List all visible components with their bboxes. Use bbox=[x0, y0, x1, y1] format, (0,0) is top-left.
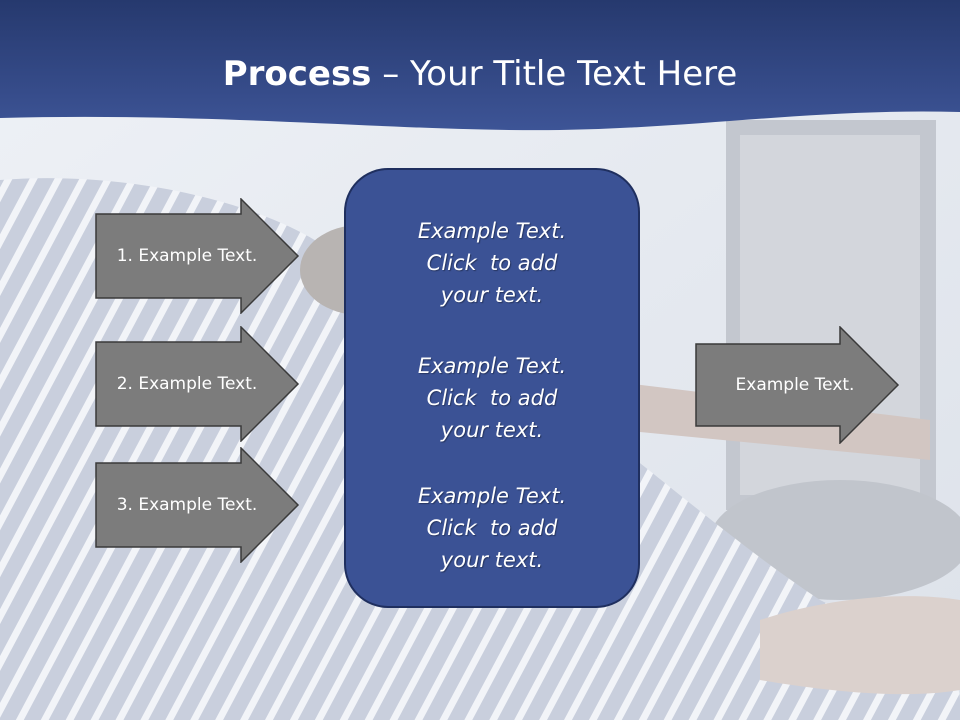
center-block-2: Example Text. Click to add your text. bbox=[346, 350, 638, 446]
process-arrow-3[interactable]: 3. Example Text. bbox=[95, 447, 300, 563]
arrow-2-shape bbox=[95, 326, 300, 442]
center-block-3-line-2: Click to add bbox=[426, 516, 558, 540]
process-arrow-1[interactable]: 1. Example Text. bbox=[95, 198, 300, 314]
result-arrow-shape bbox=[695, 326, 900, 444]
arrow-3-label: 3. Example Text. bbox=[116, 495, 258, 515]
header-banner bbox=[0, 0, 960, 131]
title-bold: Process bbox=[222, 54, 372, 94]
arrow-3-shape bbox=[95, 447, 300, 563]
result-arrow[interactable]: Example Text. bbox=[695, 326, 900, 444]
center-block-2-line-2: Click to add bbox=[426, 386, 558, 410]
process-arrow-2[interactable]: 2. Example Text. bbox=[95, 326, 300, 442]
title-rest: – Your Title Text Here bbox=[371, 54, 738, 94]
center-block-1: Example Text. Click to add your text. bbox=[346, 215, 638, 311]
center-text-box[interactable]: Example Text. Click to add your text. Ex… bbox=[344, 168, 640, 608]
center-block-3-line-3: your text. bbox=[440, 548, 544, 572]
center-block-1-line-3: your text. bbox=[440, 283, 544, 307]
slide-title: Process – Your Title Text Here bbox=[0, 52, 960, 96]
center-block-1-line-1: Example Text. bbox=[417, 219, 567, 243]
arrow-2-label: 2. Example Text. bbox=[116, 374, 258, 394]
arrow-1-shape bbox=[95, 198, 300, 314]
result-arrow-label: Example Text. bbox=[735, 375, 855, 395]
center-block-2-line-1: Example Text. bbox=[417, 354, 567, 378]
center-block-1-line-2: Click to add bbox=[426, 251, 558, 275]
arrow-1-label: 1. Example Text. bbox=[116, 246, 258, 266]
center-block-2-line-3: your text. bbox=[440, 418, 544, 442]
center-block-3: Example Text. Click to add your text. bbox=[346, 480, 638, 576]
center-block-3-line-1: Example Text. bbox=[417, 484, 567, 508]
